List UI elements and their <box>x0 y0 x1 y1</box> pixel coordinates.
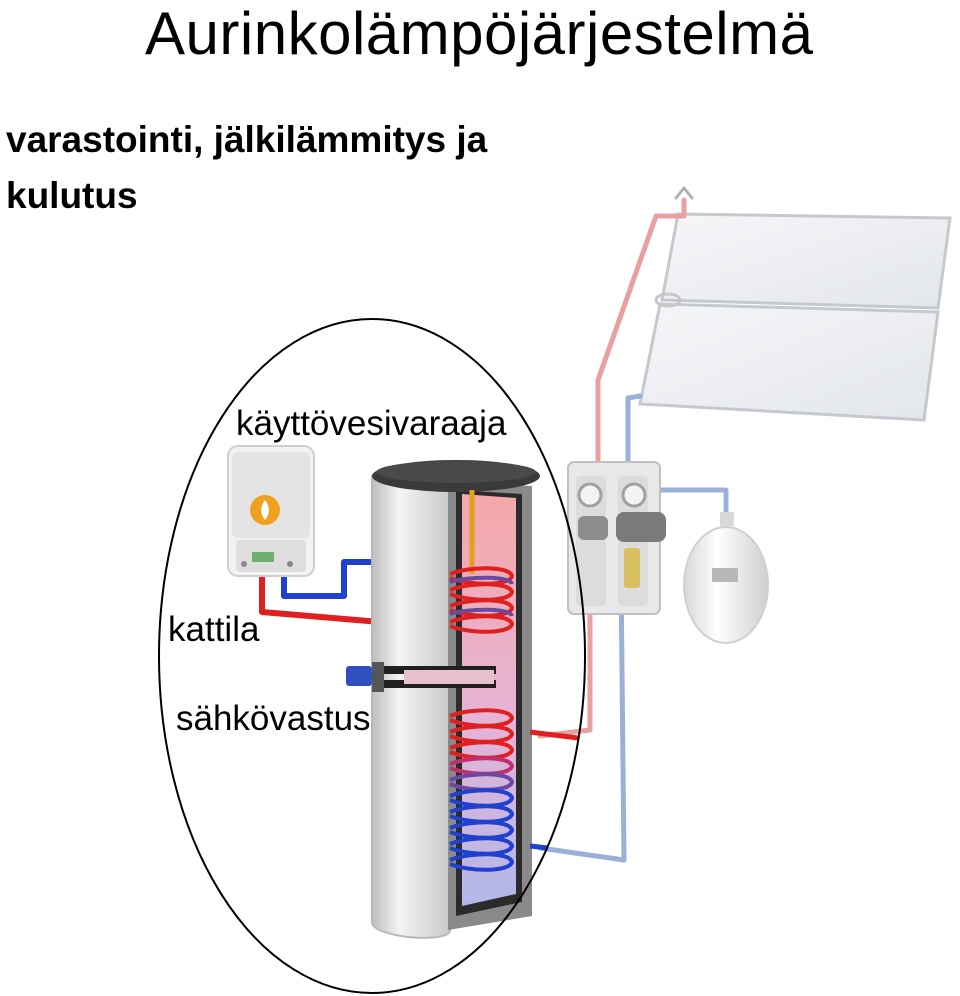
solar-collector-upper <box>660 212 952 310</box>
boiler-display <box>252 552 274 562</box>
expansion-pipe <box>647 487 729 523</box>
solar-collector-lower <box>638 302 940 422</box>
boiler-hot-pipe <box>259 572 381 625</box>
page-subtitle: varastointi, jälkilämmitys ja kulutus <box>6 119 488 216</box>
solar-collectors <box>638 212 952 422</box>
tank-connections <box>529 729 579 851</box>
upper-coil <box>449 566 515 634</box>
label-electric-heater: sähkövastus <box>176 699 371 738</box>
electric-heating-element <box>346 662 496 692</box>
label-boiler: kattila <box>168 610 260 649</box>
sensor-loop <box>654 292 682 308</box>
tank-shell <box>371 475 451 939</box>
highlight-ellipse <box>158 318 586 994</box>
expansion-vessel-body <box>683 526 769 644</box>
vent-arrow-icon <box>674 186 694 200</box>
page-title: Aurinkolämpöjärjestelmä <box>145 0 814 67</box>
boiler-unit <box>227 445 315 577</box>
thermometer-cold <box>621 482 647 508</box>
boiler-pipes <box>259 559 381 625</box>
circulation-pump <box>616 512 666 542</box>
lower-coil <box>449 708 515 872</box>
boiler-cold-pipe <box>281 559 380 599</box>
label-storage-tank: käyttövesivaraaja <box>236 404 507 443</box>
solar-hot-pipe <box>537 197 687 739</box>
thermometer-hot <box>577 482 603 508</box>
heater-connector <box>346 666 372 686</box>
pump-station <box>567 461 666 615</box>
expansion-vessel <box>683 512 769 644</box>
